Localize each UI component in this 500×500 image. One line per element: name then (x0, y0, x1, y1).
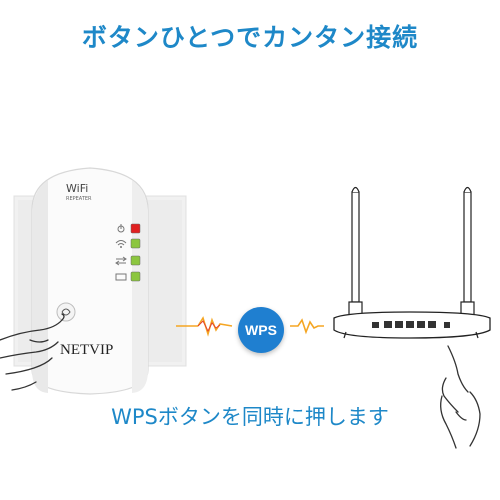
wifi-signal-icon (115, 240, 127, 248)
router-illustration (333, 186, 491, 339)
hand-left-sketch (0, 313, 65, 391)
ethernet-led (130, 271, 141, 282)
power-icon (117, 224, 125, 233)
router-antenna-left (348, 186, 363, 317)
wps-badge: WPS (238, 307, 284, 353)
led-indicators (115, 223, 141, 282)
hand-right-sketch (440, 345, 481, 449)
wifi-repeater-device: WiFi REPEATER (31, 167, 149, 395)
signal-wave-right (290, 318, 324, 335)
brand-label: NETVIP (60, 342, 113, 358)
page-headline: ボタンひとつでカンタン接続 (81, 23, 419, 52)
repeater-sublabel: REPEATER (66, 196, 92, 202)
power-led (130, 223, 141, 234)
wifi-led (130, 238, 141, 249)
signal-wave-left (176, 316, 233, 337)
router-antenna-right (460, 186, 475, 317)
lan-arrows-icon (115, 256, 127, 266)
instruction-caption: WPSボタンを同時に押します (111, 405, 389, 429)
wifi-logo-text: WiFi (66, 182, 88, 195)
device-wps-button[interactable] (56, 302, 76, 322)
router-ports (372, 321, 450, 328)
ethernet-port-icon (115, 273, 127, 281)
lan-led (130, 255, 141, 266)
